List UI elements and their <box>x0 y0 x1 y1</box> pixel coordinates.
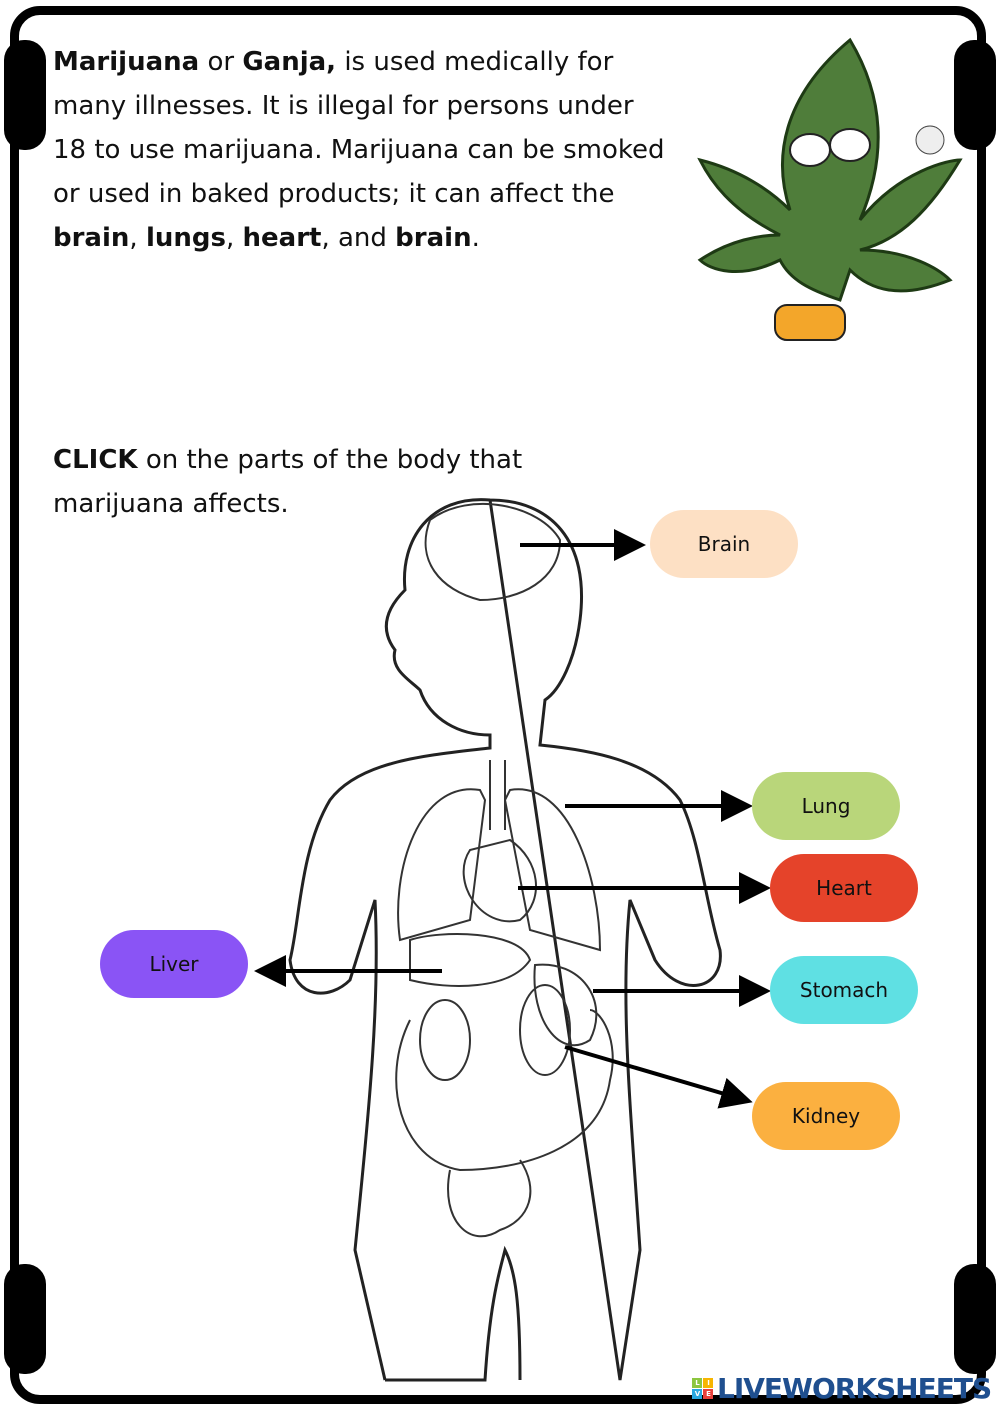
left-kidney <box>419 999 471 1081</box>
heart-drawing <box>462 838 537 923</box>
logo-text: LIVEWOR <box>717 1372 856 1405</box>
bold-term: lungs <box>145 223 226 253</box>
human-body-outline <box>288 498 722 1382</box>
border-corner <box>954 40 996 150</box>
border-corner <box>954 1264 996 1374</box>
logo-tile: L <box>692 1378 702 1388</box>
logo-text: KSHEETS <box>855 1372 992 1405</box>
bold-term: brain <box>395 223 472 253</box>
page-border <box>10 6 986 1404</box>
right-kidney <box>519 984 571 1076</box>
bold-term: brain <box>53 223 130 253</box>
kidney-button[interactable]: Kidney <box>752 1082 900 1150</box>
intro-paragraph: Marijuana or Ganja, is used medically fo… <box>53 40 673 260</box>
logo-tile: I <box>703 1378 713 1388</box>
organs <box>395 502 614 1238</box>
instruction-text: CLICK on the parts of the body that mari… <box>53 438 573 526</box>
cannabis-leaf-icon <box>697 37 963 341</box>
text: . <box>471 223 480 253</box>
logo-tiles-icon: L I V E <box>692 1378 713 1399</box>
text: , <box>129 223 146 253</box>
right-lung <box>503 788 602 952</box>
stomach-drawing <box>533 963 598 1047</box>
arrow-kidney <box>564 1045 753 1109</box>
text: or <box>199 47 243 77</box>
logo-tile: E <box>703 1389 713 1399</box>
logo-tile: V <box>692 1389 702 1399</box>
heart-button[interactable]: Heart <box>770 854 918 922</box>
text: , and <box>321 223 396 253</box>
text: on the parts of the body that marijuana … <box>53 445 523 519</box>
left-lung <box>397 788 487 942</box>
brain-button[interactable]: Brain <box>650 510 798 578</box>
border-corner <box>4 40 46 150</box>
text: , <box>225 223 243 253</box>
brain-drawing <box>424 502 562 602</box>
liver-drawing <box>409 933 532 987</box>
liver-button[interactable]: Liver <box>100 930 248 998</box>
text: is used medically for many illnesses. It… <box>53 47 665 209</box>
pointer-arrows <box>254 529 771 1109</box>
border-corner <box>4 1264 46 1374</box>
lung-button[interactable]: Lung <box>752 772 900 840</box>
stomach-button[interactable]: Stomach <box>770 956 918 1024</box>
bold-term: heart <box>242 223 322 253</box>
bold-term: Ganja, <box>242 47 337 77</box>
bold-term: CLICK <box>53 445 138 475</box>
bold-term: Marijuana <box>53 47 200 77</box>
